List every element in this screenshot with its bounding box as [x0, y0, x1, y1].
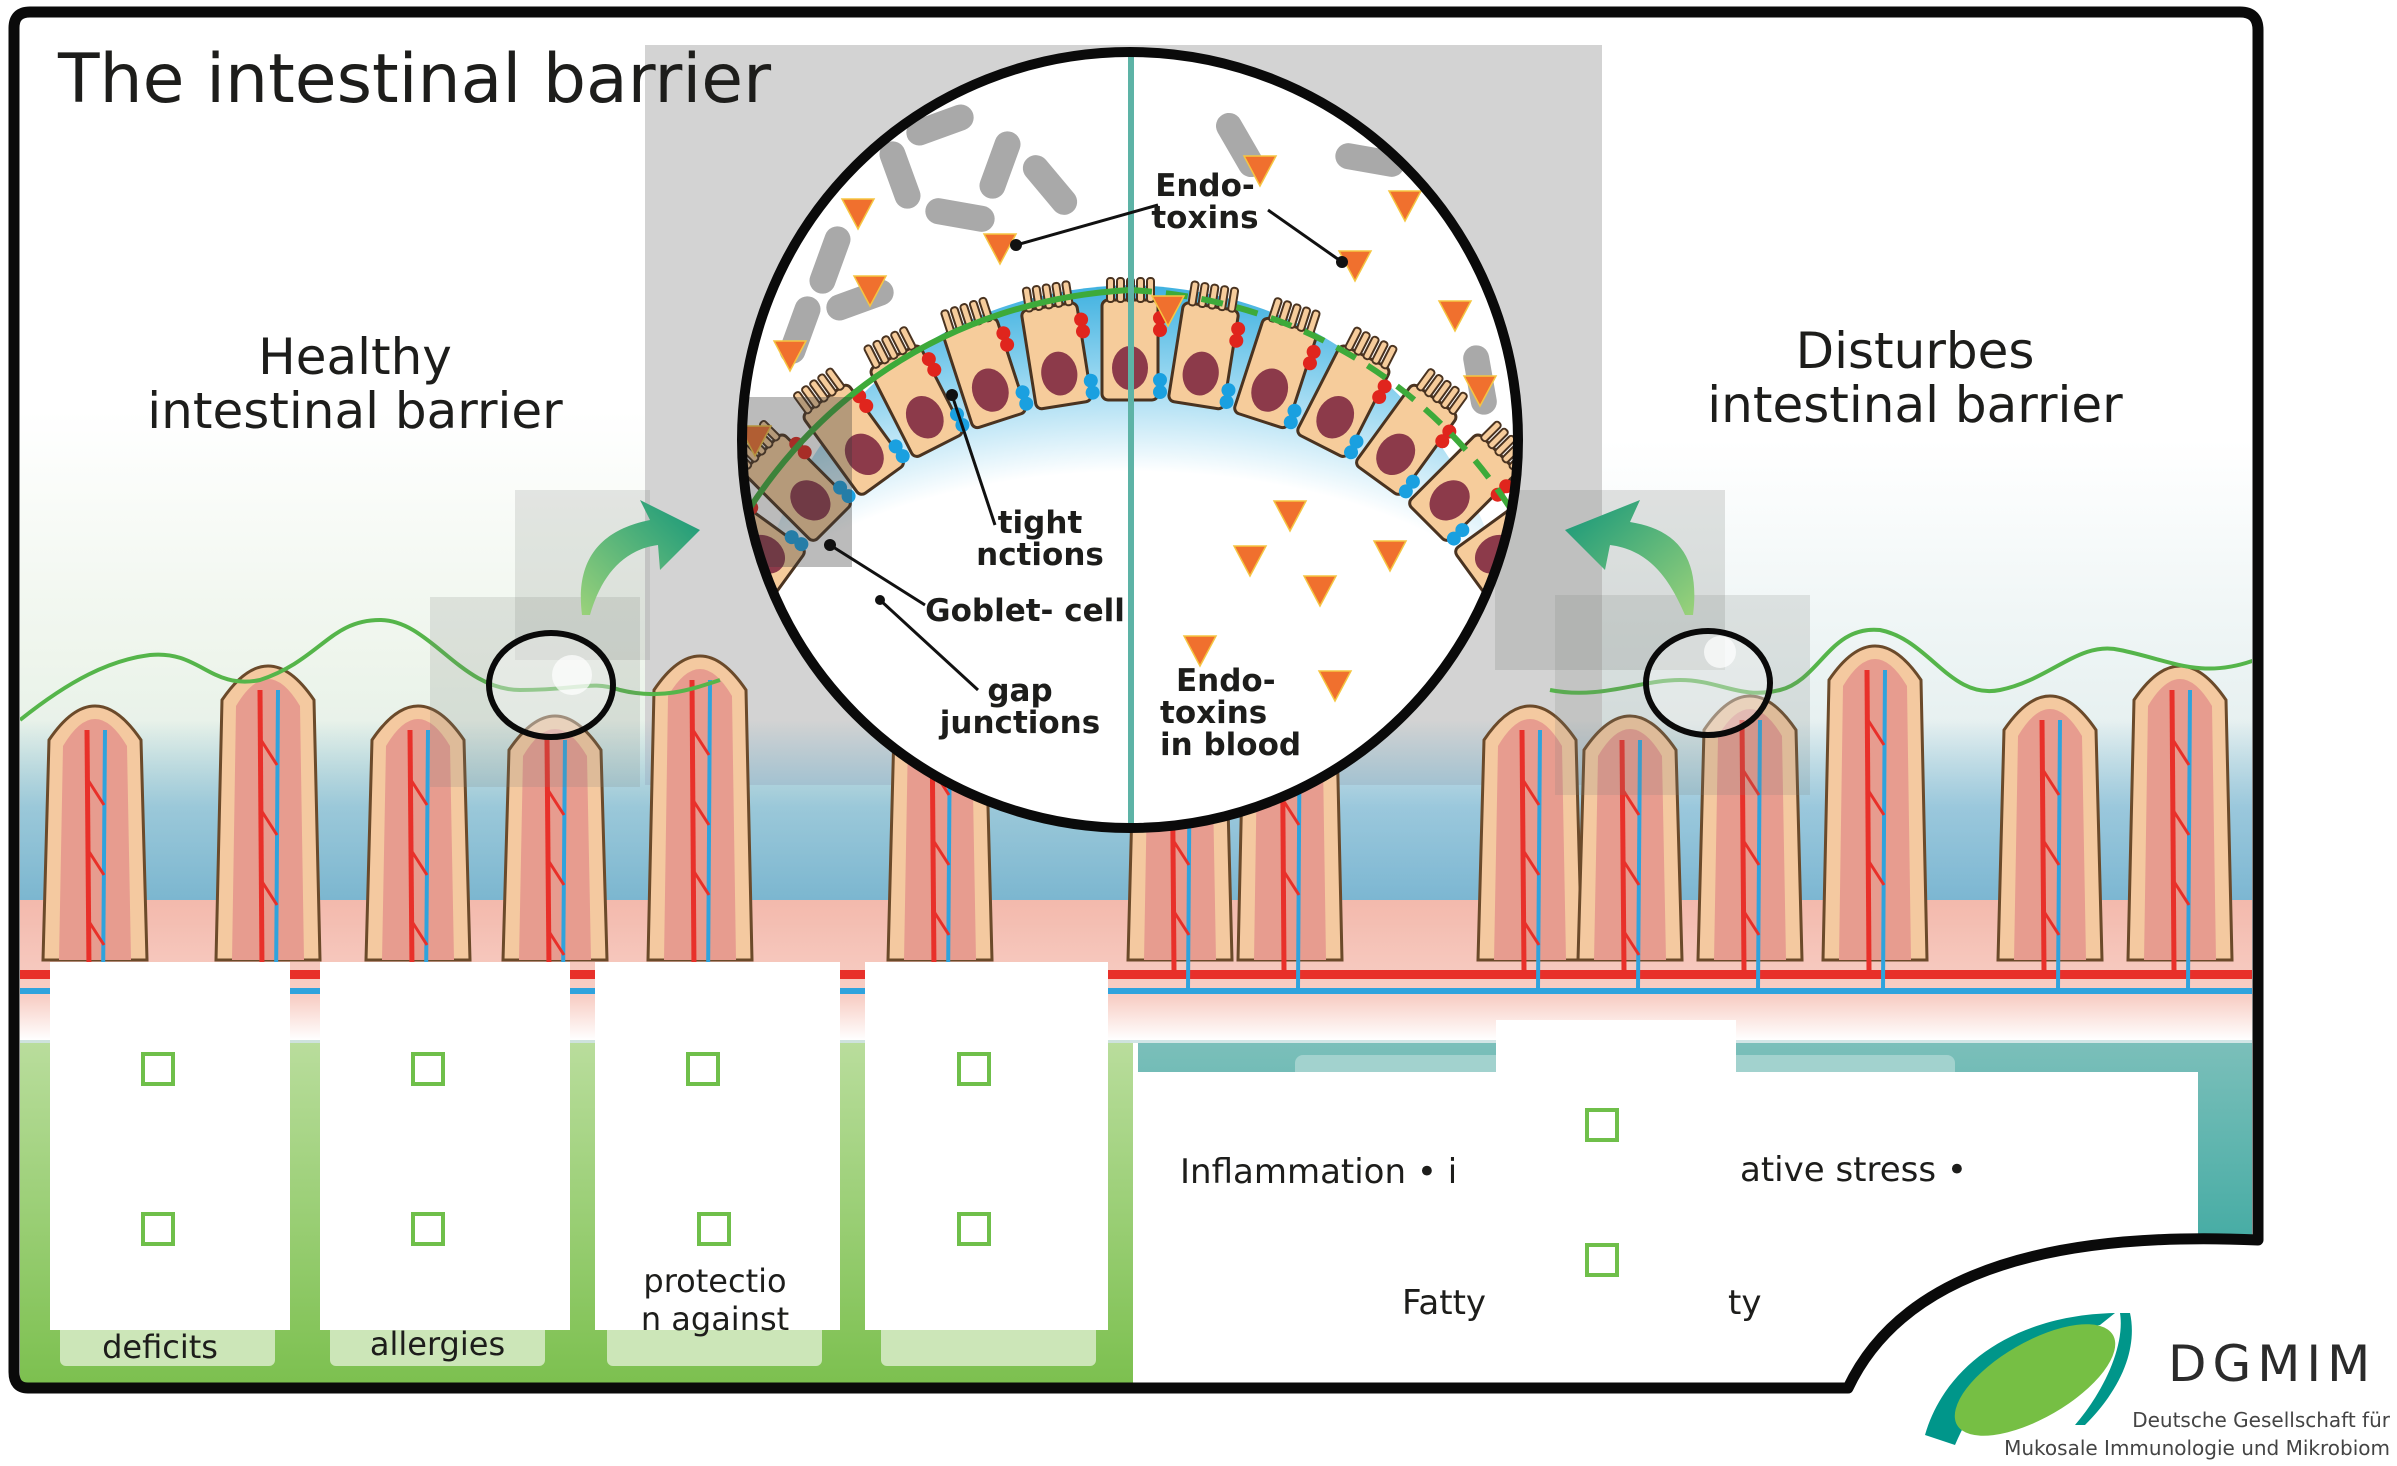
- bacterium: [879, 141, 921, 209]
- page-title: The intestinal barrier: [58, 40, 772, 119]
- effect-card-2: [320, 962, 570, 1330]
- epithelial-cell: [940, 296, 1034, 430]
- endotoxin: [1387, 190, 1423, 223]
- healthy-label-line2: intestinal barrier: [147, 382, 563, 440]
- disturbed-barrier-label: Disturbes intestinal barrier: [1660, 324, 2170, 432]
- label-tight-junctions-line2: nctions: [976, 537, 1104, 573]
- checkbox-card2-bottom[interactable]: [411, 1212, 445, 1246]
- endotoxin: [1437, 300, 1473, 333]
- villus: [1821, 644, 1929, 991]
- label-endotoxins-blood: Endo- toxins in blood: [1160, 665, 1330, 761]
- endotoxin: [982, 233, 1018, 266]
- label-tight-junctions: tight nctions: [975, 507, 1105, 571]
- disturbed-effect-line2-right: ty: [1728, 1283, 1762, 1323]
- epithelial-cell: [1167, 280, 1246, 411]
- endotoxin: [1302, 575, 1338, 608]
- epithelial-cell: [1020, 280, 1100, 411]
- card3-label-line2: n against: [640, 1300, 790, 1338]
- checkbox-disturbed-top[interactable]: [1585, 1108, 1619, 1142]
- villus: [646, 654, 754, 991]
- healthy-label-line1: Healthy: [258, 328, 452, 386]
- endotoxin: [852, 275, 888, 308]
- endotoxin: [840, 198, 876, 231]
- disturbed-effect-line1-right: ative stress •: [1740, 1150, 1967, 1190]
- label-goblet-cell: Goblet- cell: [925, 593, 1125, 629]
- disturbed-label-line2: intestinal barrier: [1707, 376, 2123, 434]
- logo-mark: [1925, 1313, 2132, 1445]
- card2-label: allergies: [369, 1325, 506, 1363]
- endotoxin: [1232, 545, 1268, 578]
- card3-label: protectio n against: [615, 1262, 815, 1338]
- villus: [41, 704, 149, 991]
- frame-border: [8, 6, 2264, 1394]
- villus: [1476, 704, 1584, 991]
- mucus-line-healthy: [20, 617, 721, 722]
- logo-subtitle-line2: Mukosale Immunologie und Mikrobiom: [2004, 1436, 2390, 1460]
- checkbox-card3-top[interactable]: [686, 1052, 720, 1086]
- label-endotoxins-line2: toxins: [1151, 200, 1259, 236]
- magnifier-ring-healthy: [486, 630, 616, 740]
- checkbox-card3-bottom[interactable]: [697, 1212, 731, 1246]
- effect-card-1: [50, 962, 290, 1330]
- endotoxin: [1242, 155, 1278, 188]
- endotoxin: [772, 340, 808, 373]
- mucus-line-disturbed: [1549, 627, 2252, 695]
- label-gap-junctions: gap junctions: [935, 675, 1105, 739]
- villus: [1996, 694, 2104, 991]
- bacterium: [809, 226, 851, 294]
- epithelial-cell: [863, 326, 970, 458]
- effect-card-3: [595, 962, 840, 1330]
- endotoxin: [1272, 500, 1308, 533]
- logo-subtitle-line1: Deutsche Gesellschaft für: [2132, 1408, 2390, 1432]
- villus: [2126, 664, 2234, 991]
- label-endotoxins-line1: Endo-: [1155, 168, 1255, 204]
- checkbox-card1-top[interactable]: [141, 1052, 175, 1086]
- villus: [214, 664, 322, 991]
- villus: [501, 714, 609, 991]
- disturbed-effect-line1-left: Inflammation • i: [1180, 1152, 1458, 1192]
- bacterium: [906, 104, 974, 146]
- endotoxin: [1150, 295, 1186, 328]
- bacterium: [925, 198, 995, 232]
- checkbox-card4-bottom[interactable]: [957, 1212, 991, 1246]
- label-tight-junctions-line1: tight: [997, 505, 1083, 541]
- villi-group: [41, 644, 2234, 991]
- magnifier-ring-large: [737, 47, 1523, 833]
- villus: [364, 704, 472, 991]
- endotoxin: [1462, 375, 1498, 408]
- label-endotoxins-blood-line2: toxins: [1160, 695, 1268, 731]
- card3-label-line1: protectio: [643, 1262, 787, 1300]
- epithelial-cell: [1296, 326, 1398, 460]
- healthy-barrier-label: Healthy intestinal barrier: [100, 330, 610, 438]
- effect-card-4: [865, 962, 1108, 1330]
- checkbox-card2-top[interactable]: [411, 1052, 445, 1086]
- label-endotoxins-lumen: Endo- toxins: [1140, 170, 1270, 234]
- bacterium: [1022, 155, 1078, 215]
- label-gap-junctions-line1: gap: [987, 673, 1053, 709]
- zoom-arrow-disturbed: [1565, 500, 1695, 615]
- endotoxin: [1337, 250, 1373, 283]
- magnifier-ring-disturbed: [1643, 628, 1773, 738]
- endotoxin: [1317, 670, 1353, 703]
- disturbed-effect-line2-left: Fatty: [1402, 1283, 1487, 1323]
- logo-acronym: DGMIM: [2168, 1335, 2377, 1393]
- label-endotoxins-blood-line3: in blood: [1160, 727, 1302, 763]
- label-gap-junctions-line2: junctions: [939, 705, 1101, 741]
- endotoxin: [1372, 540, 1408, 573]
- label-endotoxins-blood-line1: Endo-: [1176, 663, 1276, 699]
- villus: [1576, 714, 1684, 991]
- zoom-arrow-healthy: [580, 500, 700, 615]
- disturbed-label-line1: Disturbes: [1795, 322, 2035, 380]
- checkbox-card4-top[interactable]: [957, 1052, 991, 1086]
- magnified-view: [745, 55, 1515, 825]
- bacterium: [979, 131, 1021, 199]
- checkbox-card1-bottom[interactable]: [141, 1212, 175, 1246]
- divider-line: [1128, 55, 1134, 825]
- checkbox-disturbed-bottom[interactable]: [1585, 1243, 1619, 1277]
- villus: [1696, 694, 1804, 991]
- card1-label: deficits: [102, 1328, 218, 1366]
- endotoxin: [1182, 635, 1218, 668]
